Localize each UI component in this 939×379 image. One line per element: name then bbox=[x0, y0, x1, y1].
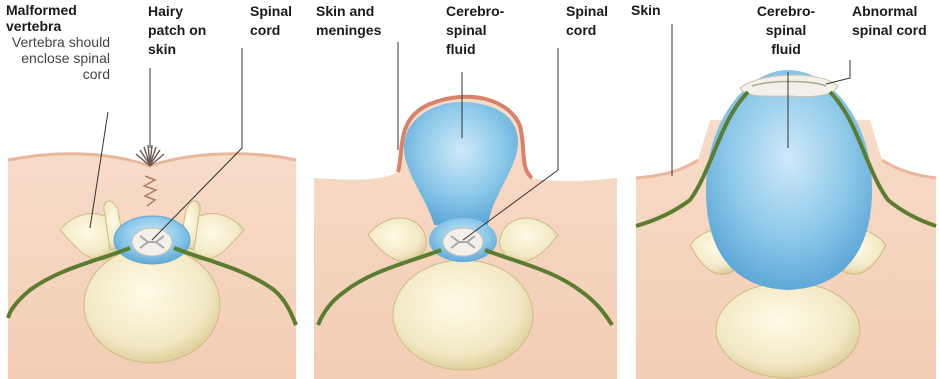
malformed-vertebra-title: Malformed vertebra bbox=[6, 2, 110, 34]
panel-1-spinal-cord-title: Spinal cord bbox=[250, 2, 298, 40]
malformed-vertebra-label: Malformed vertebra Vertebra should enclo… bbox=[6, 2, 110, 82]
abnormal-spinal-cord-title: Abnormal spinal cord bbox=[852, 2, 936, 40]
hairy-patch-label: Hairy patch on skin bbox=[148, 2, 214, 59]
panel-3-vertebral-body bbox=[716, 282, 860, 378]
panel-2-spinal-cord-label: Spinal cord bbox=[566, 2, 614, 40]
panel-2-spinal-cord-title: Spinal cord bbox=[566, 2, 614, 40]
panel-1-closed-spina-bifida bbox=[8, 48, 296, 379]
panel-2-meningocele bbox=[314, 42, 617, 379]
panel-2-csf-title: Cerebro-spinal fluid bbox=[446, 2, 508, 59]
panel-3-csf-title: Cerebro-spinal fluid bbox=[754, 2, 818, 59]
panel-2-csf-label: Cerebro-spinal fluid bbox=[446, 2, 508, 59]
panel-1-spinal-cord-label: Spinal cord bbox=[250, 2, 298, 40]
panel-3-skin-label: Skin bbox=[631, 2, 681, 18]
malformed-vertebra-note: Vertebra should enclose spinal cord bbox=[6, 34, 110, 82]
panel-3-csf-sac bbox=[706, 70, 872, 290]
skin-and-meninges-title: Skin and meninges bbox=[316, 2, 396, 40]
panel-3-skin-title: Skin bbox=[631, 2, 681, 18]
panel-3-myelomeningocele bbox=[636, 24, 936, 379]
skin-and-meninges-label: Skin and meninges bbox=[316, 2, 396, 40]
panel-3-csf-label: Cerebro-spinal fluid bbox=[754, 2, 818, 59]
panel-2-vertebral-body bbox=[393, 260, 533, 370]
abnormal-spinal-cord-label: Abnormal spinal cord bbox=[852, 2, 936, 40]
hairy-patch-title: Hairy patch on skin bbox=[148, 2, 214, 59]
